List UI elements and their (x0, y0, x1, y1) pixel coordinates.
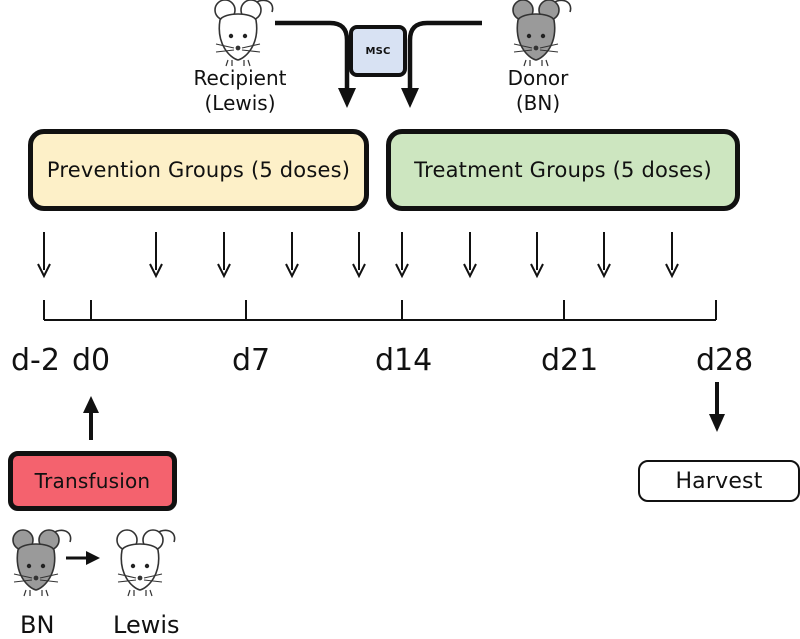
msc-right-arrowhead (401, 88, 419, 108)
dose-arrow (665, 232, 679, 279)
tick-label-d0: d0 (72, 343, 111, 378)
harvest-arrowhead (709, 414, 725, 432)
msc-box: MSC (349, 25, 407, 77)
lewis-label: Lewis (113, 611, 180, 639)
donor-label: Donor (BN) (486, 66, 590, 116)
harvest-box: Harvest (638, 460, 800, 502)
harvest-label: Harvest (675, 468, 763, 494)
dose-arrow (217, 232, 231, 279)
tick-label-d28: d28 (696, 343, 754, 378)
recipient-label: Recipient (Lewis) (188, 66, 292, 116)
transfusion-label: Transfusion (34, 469, 151, 493)
dose-arrow (530, 232, 544, 279)
timeline-axis (43, 300, 717, 321)
recipient-label-line1: Recipient (193, 66, 287, 90)
transfusion-arrowhead (83, 396, 99, 413)
donor-label-line1: Donor (507, 66, 569, 90)
msc-right-arrow (407, 20, 482, 100)
msc-label: MSC (365, 45, 391, 57)
treatment-groups-box: Treatment Groups (5 doses) (386, 129, 740, 211)
treatment-groups-label: Treatment Groups (5 doses) (414, 158, 712, 182)
tick-label-d21: d21 (541, 343, 599, 378)
dose-arrow (352, 232, 366, 279)
dose-arrow (37, 232, 51, 279)
dose-arrow (463, 232, 477, 279)
transfusion-box: Transfusion (8, 451, 177, 511)
dose-arrows (37, 232, 679, 279)
prevention-groups-label: Prevention Groups (5 doses) (46, 158, 351, 182)
tick-label-d14: d14 (375, 343, 433, 378)
dose-arrow (285, 232, 299, 279)
donor-mouse-icon (512, 0, 572, 67)
msc-left-arrow (275, 20, 350, 100)
prevention-groups-box: Prevention Groups (5 doses) (28, 129, 369, 211)
tick-label-d7: d7 (232, 343, 271, 378)
bn-mouse-icon (12, 529, 72, 597)
dose-arrow (149, 232, 163, 279)
bn-label: BN (20, 611, 55, 639)
donor-label-line2: (BN) (515, 91, 561, 115)
recipient-label-line2: (Lewis) (204, 91, 276, 115)
dose-arrow (395, 232, 409, 279)
lewis-mouse-icon (116, 529, 176, 597)
dose-arrow (597, 232, 611, 279)
recipient-mouse-icon (214, 0, 274, 67)
bn-to-lewis-arrowhead (86, 551, 100, 565)
tick-label-d-2: d-2 (11, 343, 60, 378)
msc-left-arrowhead (338, 88, 356, 108)
